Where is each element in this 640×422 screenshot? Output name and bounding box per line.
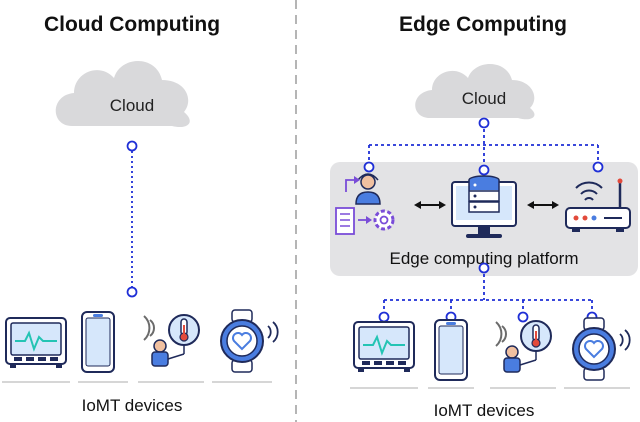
cloud-label: Cloud [110, 96, 154, 115]
smartwatch-icon [572, 317, 631, 381]
cloud-icon [415, 64, 535, 120]
cloud-computing-title: Cloud Computing [44, 13, 220, 36]
iomt-devices-label: IoMT devices [434, 401, 535, 420]
link-node [592, 161, 604, 173]
link-node [478, 262, 490, 274]
thermometer-icon [495, 320, 552, 373]
analyst-icon [335, 173, 395, 235]
phone-icon [434, 319, 468, 381]
edge-platform-label: Edge computing platform [390, 249, 579, 268]
phone-icon [81, 311, 115, 373]
thermometer-icon [143, 314, 200, 367]
server-icon [451, 175, 517, 238]
monitor-icon [5, 317, 67, 369]
link-node [478, 117, 490, 129]
edge-computing-title: Edge Computing [399, 13, 567, 36]
link-node [363, 161, 375, 173]
bidirectional-arrow-icon [527, 201, 559, 209]
router-icon [565, 178, 631, 232]
cloud-icon [55, 61, 190, 128]
smartwatch-icon [220, 309, 279, 373]
bidirectional-arrow-icon [414, 201, 446, 209]
link-node [126, 140, 138, 152]
monitor-icon [353, 321, 415, 373]
iomt-devices-label: IoMT devices [82, 396, 183, 415]
link-node [126, 286, 138, 298]
link-node [478, 164, 490, 176]
link-node [378, 311, 390, 323]
cloud-label: Cloud [462, 89, 506, 108]
link-node [517, 311, 529, 323]
